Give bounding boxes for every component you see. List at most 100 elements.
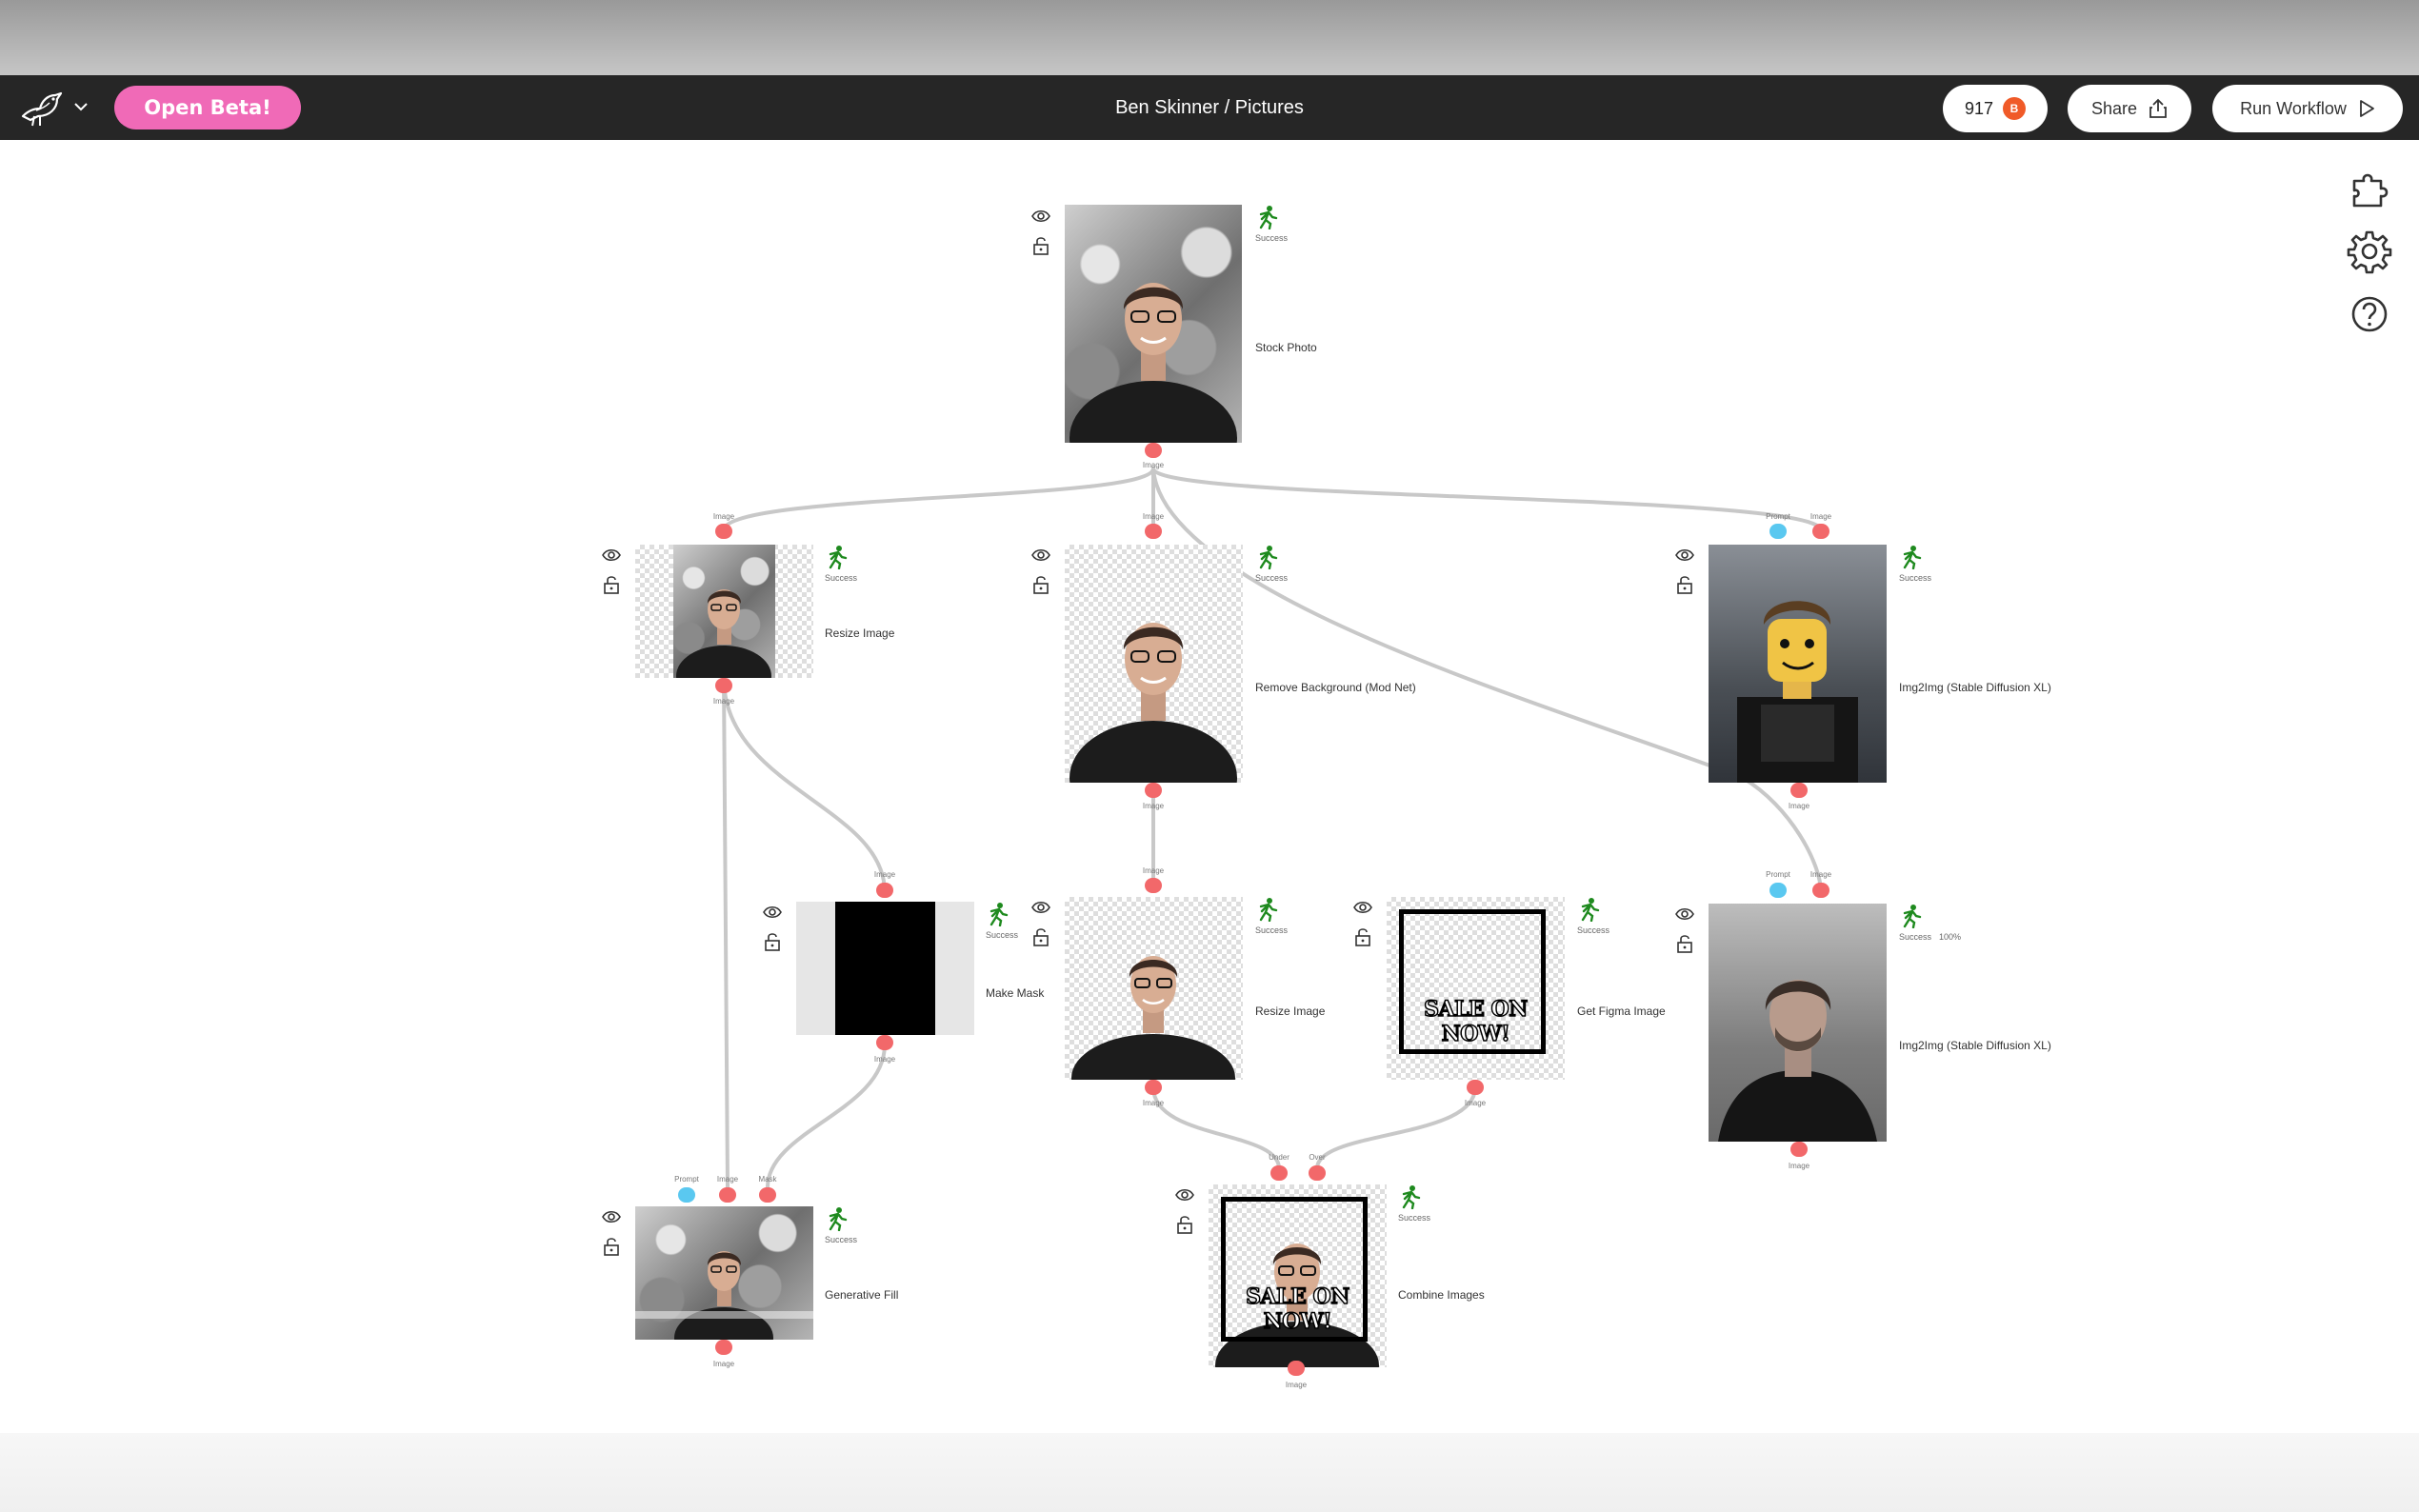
input-port-image[interactable]	[1812, 883, 1829, 898]
output-port-image[interactable]	[1145, 783, 1162, 798]
unlock-icon[interactable]	[601, 1236, 622, 1257]
node-resize-image-2-image[interactable]	[1065, 897, 1243, 1080]
port-label-mask: Mask	[758, 1175, 777, 1184]
input-port-image[interactable]	[715, 524, 732, 539]
output-port-image[interactable]	[1790, 783, 1808, 798]
running-status-icon	[1903, 905, 1922, 928]
unlock-icon[interactable]	[1174, 1214, 1195, 1235]
visibility-eye-icon[interactable]	[762, 902, 783, 923]
node-img2img-1-label: Img2Img (Stable Diffusion XL)	[1899, 681, 2051, 694]
edge-figma-combine	[1315, 1085, 1477, 1170]
visibility-eye-icon[interactable]	[601, 1206, 622, 1227]
port-label-image: Image	[712, 512, 735, 521]
unlock-icon[interactable]	[1674, 574, 1695, 595]
unlock-icon[interactable]	[762, 931, 783, 952]
port-label-under: Under	[1269, 1153, 1289, 1162]
port-label-image: Image	[712, 1360, 735, 1368]
node-remove-background-image[interactable]	[1065, 545, 1243, 783]
node-get-figma-image-image[interactable]: SALE ON NOW!	[1387, 897, 1565, 1080]
visibility-eye-icon[interactable]	[1030, 897, 1051, 918]
node-combine-images-label: Combine Images	[1398, 1288, 1485, 1302]
input-port-over[interactable]	[1309, 1165, 1326, 1181]
play-icon	[2359, 100, 2374, 117]
unlock-icon[interactable]	[1030, 926, 1051, 947]
port-label-image: Image	[1142, 802, 1165, 810]
port-label-image: Image	[712, 697, 735, 706]
port-label-image: Image	[1809, 512, 1832, 521]
side-toolbar	[2345, 164, 2396, 354]
sale-banner-text: SALE ON NOW!	[1423, 996, 1529, 1047]
node-status: Success	[1577, 925, 1610, 935]
unlock-icon[interactable]	[1030, 574, 1051, 595]
node-make-mask-image[interactable]	[796, 902, 974, 1035]
running-status-icon	[1259, 546, 1278, 569]
open-beta-button[interactable]: Open Beta!	[114, 86, 301, 129]
node-status: Success	[986, 930, 1019, 940]
node-resize-image-1-image[interactable]	[635, 545, 813, 678]
output-port-image[interactable]	[1145, 443, 1162, 458]
visibility-eye-icon[interactable]	[1030, 206, 1051, 227]
unlock-icon[interactable]	[1030, 235, 1051, 256]
puzzle-icon[interactable]	[2345, 164, 2394, 213]
output-port-image[interactable]	[715, 1340, 732, 1355]
credits-counter[interactable]: 917 B	[1943, 85, 2048, 132]
share-icon	[2149, 98, 2167, 118]
input-port-prompt[interactable]	[1769, 883, 1787, 898]
input-port-image[interactable]	[876, 883, 893, 898]
help-icon[interactable]	[2345, 289, 2394, 339]
input-port-image[interactable]	[719, 1187, 736, 1203]
node-img2img-2-image[interactable]	[1709, 904, 1887, 1142]
running-status-icon	[1259, 898, 1278, 922]
input-port-image[interactable]	[1145, 878, 1162, 893]
share-label: Share	[2090, 98, 2138, 118]
unlock-icon[interactable]	[601, 574, 622, 595]
output-port-image[interactable]	[1145, 1080, 1162, 1095]
gear-icon[interactable]	[2345, 227, 2394, 276]
sale-banner-text: SALE ON NOW!	[1245, 1283, 1350, 1335]
port-label-prompt: Prompt	[1766, 512, 1790, 521]
output-port-image[interactable]	[876, 1035, 893, 1050]
node-status: Success	[1255, 573, 1289, 583]
node-generative-fill-image[interactable]	[635, 1206, 813, 1340]
output-port-image[interactable]	[1288, 1361, 1305, 1376]
edges-layer	[722, 467, 1823, 1189]
input-port-image[interactable]	[1812, 524, 1829, 539]
input-port-prompt[interactable]	[678, 1187, 695, 1203]
input-port-image[interactable]	[1145, 524, 1162, 539]
output-port-image[interactable]	[1467, 1080, 1484, 1095]
input-port-prompt[interactable]	[1769, 524, 1787, 539]
edge-resize1-genfill	[722, 676, 730, 1189]
node-generative-fill-label: Generative Fill	[825, 1288, 899, 1302]
unlock-icon[interactable]	[1352, 926, 1373, 947]
node-stock-photo-image[interactable]	[1065, 205, 1242, 443]
unlock-icon[interactable]	[1674, 933, 1695, 954]
output-port-image[interactable]	[1790, 1142, 1808, 1157]
visibility-eye-icon[interactable]	[1674, 545, 1695, 566]
visibility-eye-icon[interactable]	[1174, 1184, 1195, 1205]
visibility-eye-icon[interactable]	[1674, 904, 1695, 925]
running-status-icon	[1259, 206, 1278, 229]
node-img2img-1-image[interactable]	[1709, 545, 1887, 783]
port-label-image: Image	[873, 1055, 896, 1064]
input-port-under[interactable]	[1270, 1165, 1288, 1181]
top-bar: Open Beta! Ben Skinner / Pictures 917 B …	[0, 75, 2419, 140]
run-workflow-button[interactable]: Run Workflow	[2212, 85, 2403, 132]
port-label-image: Image	[1809, 870, 1832, 879]
port-label-image: Image	[1285, 1381, 1308, 1389]
visibility-eye-icon[interactable]	[1030, 545, 1051, 566]
visibility-eye-icon[interactable]	[1352, 897, 1373, 918]
visibility-eye-icon[interactable]	[601, 545, 622, 566]
port-label-image: Image	[1142, 461, 1165, 469]
port-label-image: Image	[1142, 512, 1165, 521]
port-label-image: Image	[1142, 866, 1165, 875]
input-port-mask[interactable]	[759, 1187, 776, 1203]
workflow-canvas[interactable]: Success Stock Photo Image Image Success …	[0, 140, 2419, 1435]
share-button[interactable]: Share	[2068, 85, 2191, 132]
running-status-icon	[829, 1207, 848, 1231]
output-port-image[interactable]	[715, 678, 732, 693]
node-combine-images-image[interactable]: SALE ON NOW!	[1209, 1184, 1387, 1367]
node-progress: 100%	[1939, 932, 1962, 942]
bird-logo-icon[interactable]	[17, 88, 65, 128]
chevron-down-icon[interactable]	[72, 98, 90, 115]
frame-border	[1399, 909, 1546, 1054]
